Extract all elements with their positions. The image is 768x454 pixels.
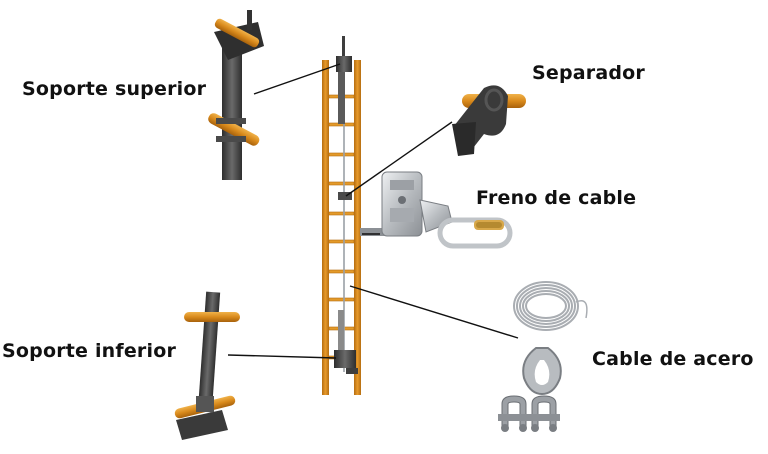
label-top-support: Soporte superior <box>22 78 207 100</box>
leader-lines <box>227 63 519 359</box>
bottom-support-part <box>174 291 240 440</box>
leader-top-support <box>253 63 341 95</box>
top-support-part <box>208 10 264 180</box>
ladder-cable-brake <box>360 228 386 236</box>
ladder-bottom-support <box>334 310 358 374</box>
cable-brake-part <box>381 171 513 249</box>
label-bottom-support: Soporte inferior <box>2 340 177 362</box>
ladder <box>322 36 386 395</box>
ladder-separator <box>338 192 352 200</box>
ladder-left-rail <box>322 60 329 395</box>
label-steel-cable: Cable de acero <box>592 348 754 370</box>
leader-separator <box>345 121 453 197</box>
ladder-top-support <box>336 36 352 124</box>
steel-cable-kit <box>498 281 588 432</box>
leader-steel-cable <box>349 285 519 339</box>
cable-coil <box>513 281 588 331</box>
ladder-right-rail <box>354 60 361 395</box>
cable-clips <box>498 395 560 432</box>
label-separator: Separador <box>532 62 646 84</box>
leader-bottom-support <box>227 354 337 359</box>
label-cable-brake: Freno de cable <box>476 187 637 209</box>
separator-part <box>452 85 526 156</box>
